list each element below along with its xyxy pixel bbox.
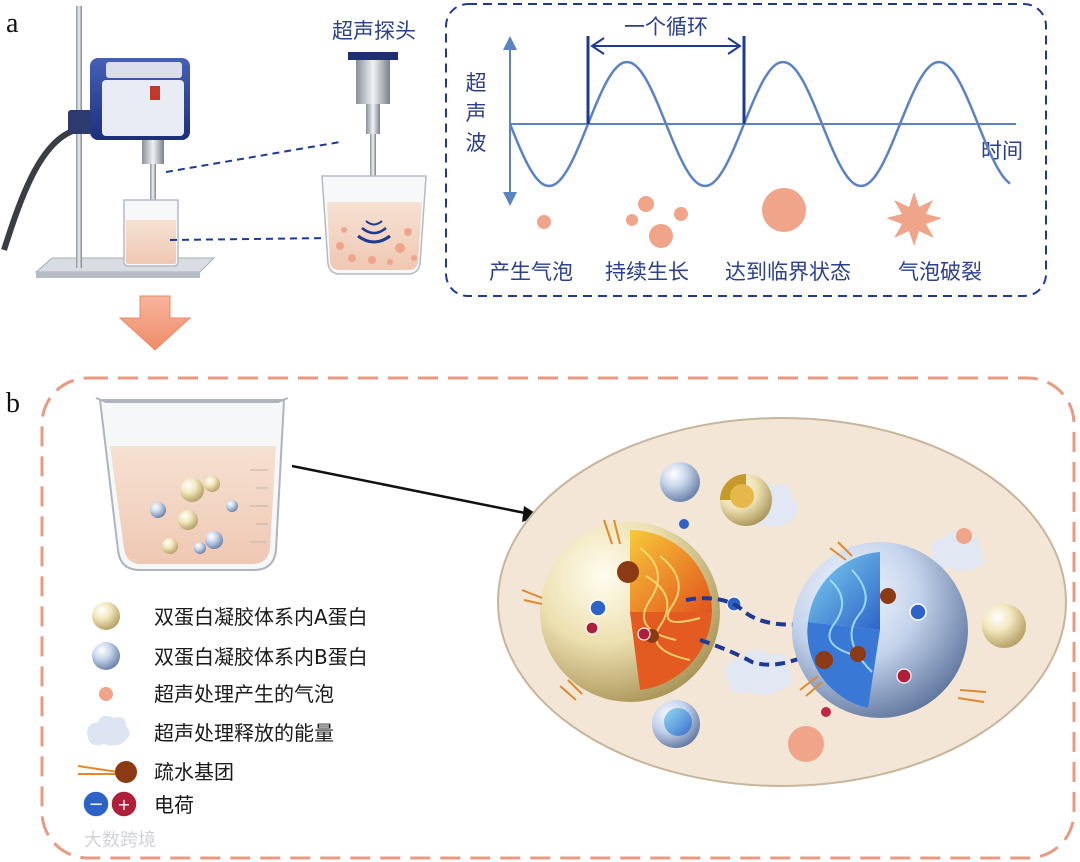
- energy-cloud-icon: [87, 716, 129, 746]
- stage-label: 气泡破裂: [898, 260, 982, 284]
- protein-a-sphere-icon: [92, 602, 120, 630]
- y-axis-char: 声: [466, 101, 487, 125]
- burst-icon: [886, 192, 942, 246]
- bubble-stage-icons: [537, 188, 942, 248]
- charge-icon: − +: [83, 791, 137, 817]
- bubble-icon: [99, 687, 113, 701]
- stage-label: 达到临界状态: [725, 260, 851, 284]
- legend-label: 双蛋白凝胶体系内B蛋白: [154, 645, 368, 669]
- panel-a-label: a: [6, 8, 19, 39]
- svg-text:+: +: [117, 795, 130, 814]
- transition-arrow: [120, 296, 190, 350]
- legend-label: 超声处理释放的能量: [154, 721, 334, 745]
- stage-label: 持续生长: [605, 260, 689, 284]
- legend-label: 双蛋白凝胶体系内A蛋白: [154, 605, 368, 629]
- legend-label: 电荷: [154, 793, 194, 817]
- sonicator-stand: [4, 6, 214, 278]
- legend-label: 超声处理产生的气泡: [154, 682, 334, 706]
- y-axis-char: 超: [466, 71, 487, 95]
- stage-labels: 产生气泡 持续生长 达到临界状态 气泡破裂: [489, 260, 982, 284]
- x-axis-label: 时间: [981, 139, 1023, 163]
- y-axis-label: 超 声 波: [466, 71, 487, 155]
- watermark: 大数跨境: [84, 830, 156, 851]
- legend: − + 双蛋白凝胶体系内A蛋白 双蛋白凝胶体系内B蛋白 超声处理产生的气泡 超声…: [78, 602, 368, 817]
- svg-text:大数跨境: 大数跨境: [84, 830, 156, 851]
- protein-beaker: [96, 398, 288, 570]
- legend-label: 疏水基团: [154, 760, 234, 784]
- protein-b-sphere-icon: [92, 642, 120, 670]
- y-axis-char: 波: [466, 131, 487, 155]
- stage-label: 产生气泡: [489, 260, 573, 284]
- hydrophobic-group-icon: [78, 761, 137, 783]
- cycle-label: 一个循环: [624, 15, 708, 39]
- svg-text:−: −: [88, 794, 103, 815]
- microstructure-scene: [498, 418, 1066, 786]
- probe-label: 超声探头: [332, 19, 416, 43]
- panel-b-label: b: [6, 388, 20, 419]
- sonication-beaker: [322, 176, 426, 274]
- wave-panel-frame: [446, 4, 1046, 296]
